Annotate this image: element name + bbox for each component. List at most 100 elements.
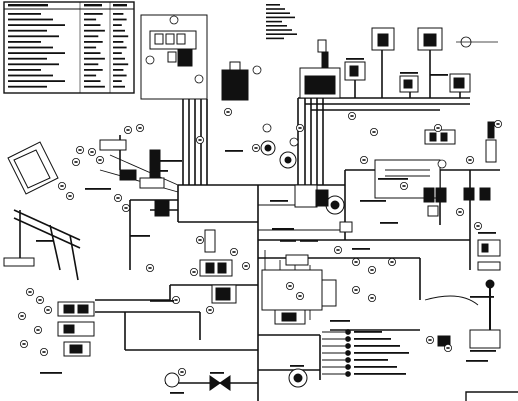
- legend-cell: [8, 69, 41, 71]
- annotation-text: [160, 160, 182, 162]
- callout-number: [148, 267, 152, 269]
- annotation-text: [346, 58, 364, 60]
- callout-number: [402, 185, 406, 187]
- strip-terminal: [345, 329, 351, 335]
- strip-terminal: [345, 343, 351, 349]
- legend-header-cell: [8, 4, 48, 7]
- note-line: [266, 16, 295, 19]
- tank-bottom: [164, 368, 308, 391]
- callout-number: [298, 295, 302, 297]
- control-box: [140, 14, 208, 100]
- strip-label: [354, 352, 409, 354]
- callout-number: [138, 127, 142, 129]
- legend-cell: [113, 35, 129, 38]
- annotation-text: [150, 170, 168, 172]
- strip-label: [354, 331, 382, 333]
- legend-table: [3, 1, 135, 94]
- callout-number: [42, 351, 46, 353]
- legend-cell: [113, 80, 122, 82]
- legend-cell: [113, 24, 122, 26]
- callout-number: [46, 309, 50, 311]
- legend-cell: [113, 13, 124, 15]
- annotation-text: [85, 188, 111, 190]
- switches-lower-left: [57, 301, 95, 357]
- callout-number: [446, 347, 450, 349]
- joystick-lower-right: [424, 279, 501, 349]
- legend-cell: [84, 46, 97, 49]
- annotation-text: [352, 248, 370, 250]
- legend-cell: [84, 35, 99, 38]
- annotation-text: [170, 392, 184, 394]
- annotation-labels: [36, 58, 496, 394]
- relay-cluster-top: [221, 61, 262, 101]
- annotation-text: [430, 74, 448, 76]
- legend-cell: [8, 41, 41, 43]
- legend-cell: [113, 29, 125, 32]
- annotation-text: [378, 178, 408, 180]
- switch-panel-far-right: [477, 239, 501, 271]
- annotation-text: [478, 232, 496, 234]
- callout-number: [68, 195, 72, 197]
- callout-number: [208, 309, 212, 311]
- callout-number: [496, 123, 500, 125]
- annotation-text: [380, 222, 398, 224]
- callout-number: [28, 291, 32, 293]
- legend-cell: [84, 24, 101, 26]
- callout-number: [370, 297, 374, 299]
- pump-center: [294, 184, 353, 233]
- callout-number: [254, 147, 258, 149]
- legend-cell: [113, 57, 125, 60]
- annotation-text: [470, 296, 494, 298]
- legend-cell: [84, 52, 101, 54]
- legend-cell: [113, 46, 127, 49]
- callout-number: [288, 285, 292, 287]
- strip-terminal: [345, 357, 351, 363]
- connector-strip-bottom: [322, 329, 409, 377]
- callout-number: [20, 315, 24, 317]
- valve-block-center: [199, 229, 237, 304]
- callout-number: [36, 329, 40, 331]
- annotation-text: [400, 72, 418, 74]
- strip-label: [354, 359, 388, 361]
- callout-number: [180, 371, 184, 373]
- legend-cell: [113, 85, 125, 88]
- legend-cell: [8, 46, 53, 49]
- legend-cell: [8, 13, 41, 15]
- callout-number: [198, 239, 202, 241]
- note-line: [266, 33, 297, 35]
- legend-cell: [8, 18, 53, 21]
- title-block: [465, 391, 518, 401]
- callout-number: [124, 207, 128, 209]
- legend-cell: [8, 63, 59, 66]
- annotation-text: [360, 200, 386, 202]
- legend-cell: [8, 74, 53, 77]
- legend-cell: [113, 52, 122, 54]
- legend-cell: [84, 13, 103, 15]
- junction-block-top: [299, 39, 341, 99]
- legend-cell: [8, 24, 65, 26]
- callout-number: [98, 159, 102, 161]
- gauges-left-center: [260, 123, 299, 169]
- callout-number: [476, 225, 480, 227]
- callout-number: [22, 343, 26, 345]
- legend-cell: [113, 41, 124, 43]
- strip-label: [354, 366, 397, 368]
- legend-cell: [84, 41, 103, 43]
- callout-number: [244, 265, 248, 267]
- annotation-text: [290, 365, 304, 367]
- manifold-lower-center: [261, 254, 337, 325]
- legend-cell: [8, 57, 47, 60]
- legend-cell: [8, 35, 59, 38]
- annotation-text: [330, 320, 350, 322]
- annotation-text: [225, 150, 243, 152]
- annotation-text: [300, 240, 318, 242]
- note-line: [266, 37, 284, 40]
- note-line: [266, 29, 292, 31]
- legend-cell: [84, 29, 105, 32]
- strip-terminal: [345, 371, 351, 377]
- callout-number: [38, 299, 42, 301]
- legend-cell: [8, 29, 47, 32]
- strip-label: [354, 345, 400, 347]
- note-line: [266, 20, 282, 23]
